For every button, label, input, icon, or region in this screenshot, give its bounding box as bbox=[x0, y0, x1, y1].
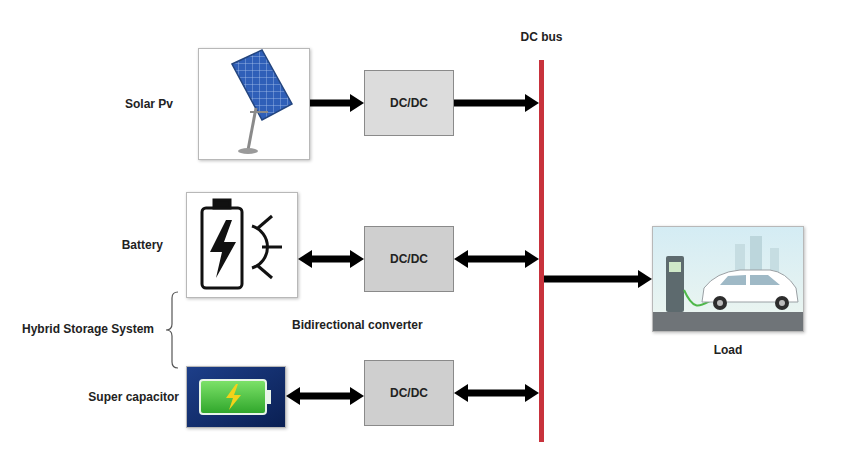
bidirectional-arrow bbox=[468, 256, 525, 263]
node-label: Super capacitor bbox=[88, 390, 179, 404]
solar-pv-box: Solar Pv bbox=[198, 48, 310, 160]
group-label: Bidirectional converter bbox=[292, 318, 423, 332]
node-label: Solar Pv bbox=[125, 97, 173, 111]
converter-label: DC/DC bbox=[390, 386, 428, 400]
ev-charging-picture bbox=[653, 227, 803, 331]
node-label: DC bus bbox=[521, 30, 563, 44]
converter-label: DC/DC bbox=[390, 252, 428, 266]
solar-panel-picture bbox=[232, 50, 292, 154]
converter-box: DC/DC bbox=[364, 70, 454, 136]
group-bracket bbox=[166, 292, 178, 368]
node-label: Battery bbox=[122, 238, 163, 252]
bidirectional-arrow bbox=[312, 256, 350, 263]
supercapacitor-picture bbox=[186, 366, 286, 428]
dc-bus-bar: DC bus bbox=[539, 60, 544, 442]
battery-box: Battery bbox=[186, 192, 298, 298]
group-label: Hybrid Storage System bbox=[22, 322, 154, 336]
power-arrow bbox=[544, 276, 638, 283]
load-box: Load bbox=[652, 226, 804, 332]
converter-label: DC/DC bbox=[390, 96, 428, 110]
battery-picture bbox=[202, 200, 282, 288]
converter-box: DC/DC bbox=[364, 360, 454, 426]
power-arrow bbox=[310, 100, 350, 107]
bidirectional-arrow bbox=[468, 390, 525, 397]
bidirectional-arrow bbox=[300, 393, 350, 400]
node-label: Load bbox=[714, 343, 743, 357]
converter-box: DC/DC bbox=[364, 226, 454, 292]
supercapacitor-box: Super capacitor bbox=[186, 366, 286, 428]
power-arrow bbox=[454, 100, 525, 107]
